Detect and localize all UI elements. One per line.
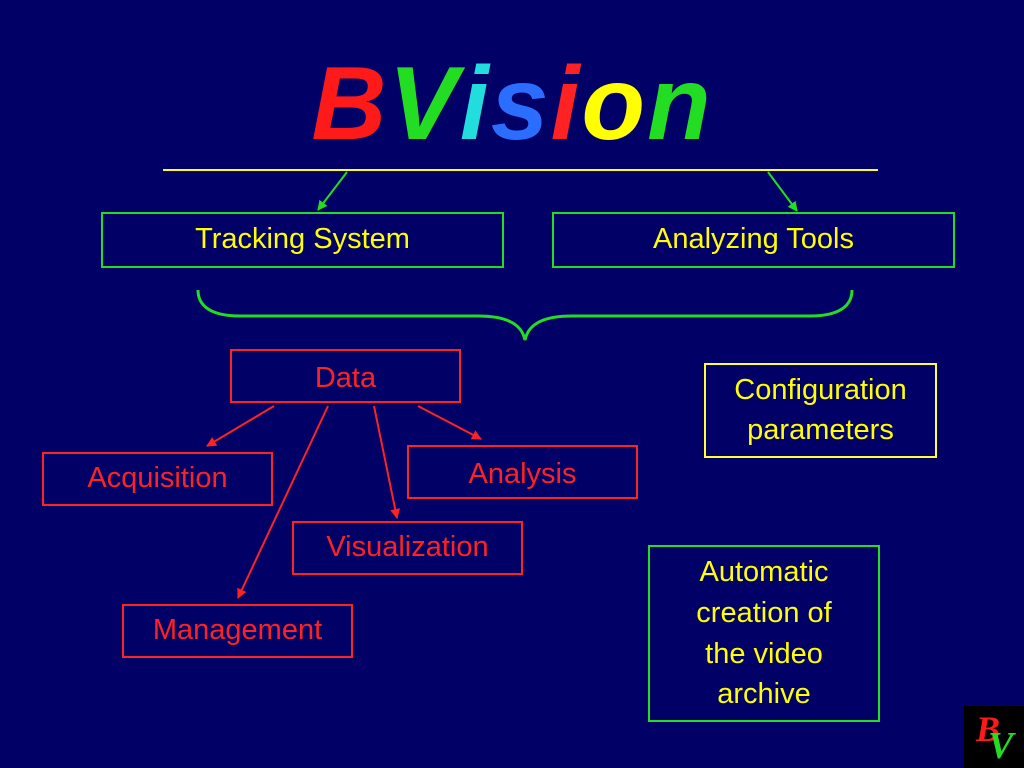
analyzing-tools-label: Analyzing Tools bbox=[653, 223, 854, 256]
archive-line-2: creation of bbox=[696, 596, 832, 629]
logo-letter-b: B bbox=[976, 709, 1001, 749]
arrow-to-management bbox=[237, 405, 329, 599]
video-archive-box: Automatic creation of the video archive bbox=[648, 545, 880, 722]
data-label: Data bbox=[314, 362, 377, 394]
title-letter-i2: i bbox=[550, 46, 582, 162]
bv-logo: B V bbox=[964, 706, 1024, 768]
logo-letter-v: V bbox=[988, 725, 1014, 767]
acquisition-label: Acquisition bbox=[87, 462, 228, 495]
title-letter-o: o bbox=[581, 46, 648, 162]
title-letter-n: n bbox=[647, 46, 713, 162]
arrow-to-tracking bbox=[317, 171, 348, 211]
configuration-box: Configuration parameters bbox=[704, 363, 937, 458]
visualization-label: Visualization bbox=[326, 531, 489, 564]
management-box: Management bbox=[122, 604, 353, 658]
data-box: Data bbox=[230, 349, 461, 403]
arrow-to-acquisition bbox=[206, 405, 275, 447]
arrow-to-visualization bbox=[373, 405, 401, 519]
archive-line-4: archive bbox=[717, 678, 811, 711]
title-letter-v: V bbox=[388, 46, 460, 162]
visualization-box: Visualization bbox=[292, 521, 523, 575]
configuration-line-2: parameters bbox=[747, 413, 894, 446]
title-letter-i1: i bbox=[459, 46, 491, 162]
page-title: BVision bbox=[0, 52, 1024, 156]
arrow-to-analysis bbox=[417, 405, 482, 440]
analysis-label: Analysis bbox=[468, 458, 577, 490]
tracking-system-box: Tracking System bbox=[101, 212, 504, 268]
acquisition-box: Acquisition bbox=[42, 452, 273, 506]
analysis-box: Analysis bbox=[407, 445, 638, 499]
management-label: Management bbox=[152, 614, 323, 647]
arrow-to-analyzing bbox=[767, 171, 798, 212]
title-letter-s: s bbox=[490, 46, 551, 162]
archive-line-1: Automatic bbox=[699, 556, 829, 589]
archive-line-3: the video bbox=[705, 637, 823, 670]
curly-brace bbox=[196, 289, 854, 341]
configuration-line-1: Configuration bbox=[734, 374, 907, 407]
title-letter-b: B bbox=[311, 46, 389, 162]
tracking-system-label: Tracking System bbox=[195, 223, 410, 256]
analyzing-tools-box: Analyzing Tools bbox=[552, 212, 955, 268]
